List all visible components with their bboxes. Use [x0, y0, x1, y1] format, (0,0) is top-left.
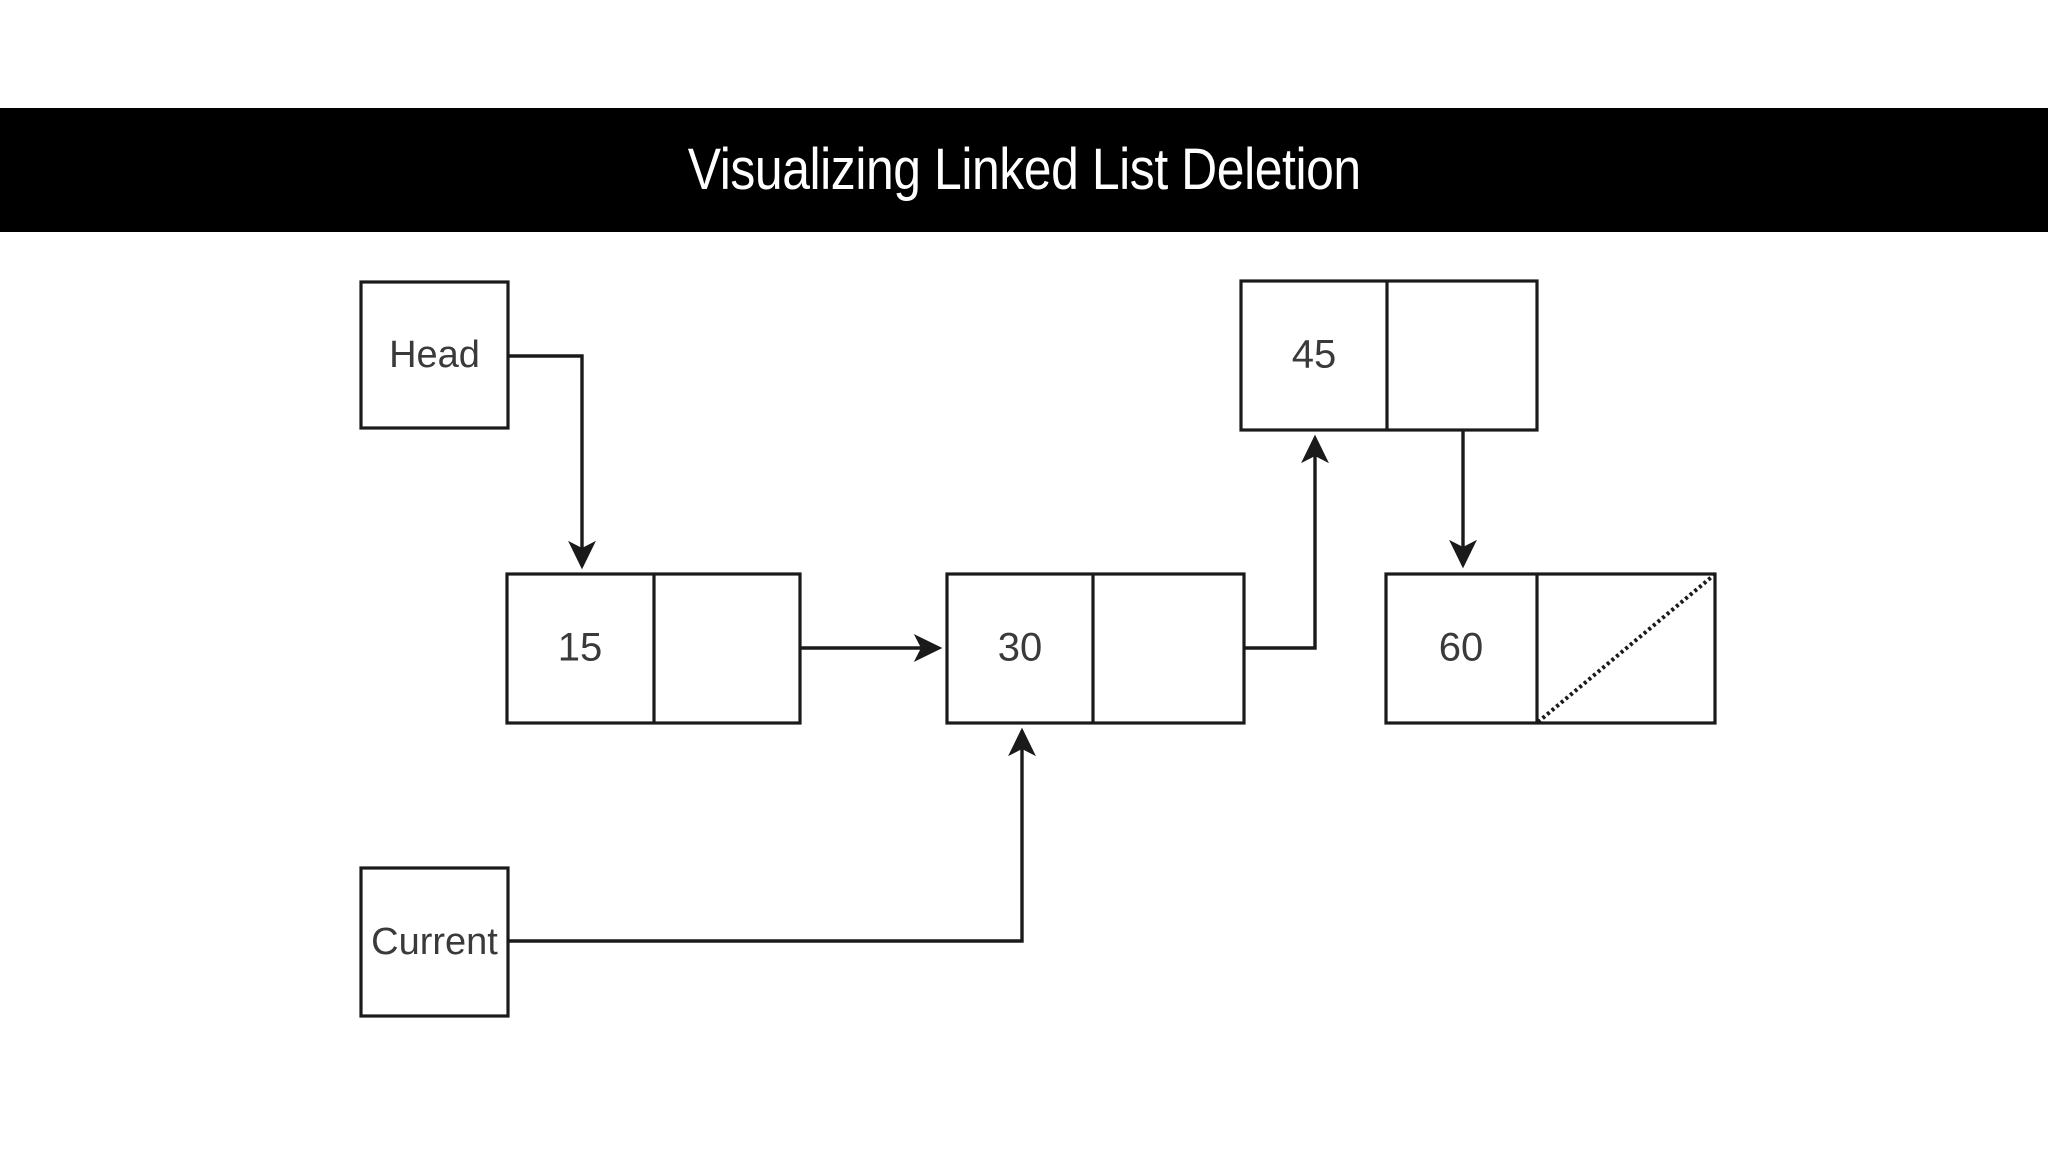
edge-node30-to-node45 [1244, 434, 1329, 650]
page-title: Visualizing Linked List Deletion [687, 137, 1361, 202]
edge-current-to-node30 [508, 727, 1036, 943]
node-30-value: 30 [998, 626, 1043, 670]
pointer-head[interactable]: Head [359, 280, 510, 430]
head-label: Head [389, 334, 480, 376]
title-banner: Visualizing Linked List Deletion [0, 108, 2048, 232]
current-label: Current [371, 921, 498, 963]
null-pointer-slash [1536, 573, 1716, 724]
node-15-value: 15 [558, 626, 603, 670]
node-45-value: 45 [1292, 333, 1337, 377]
node-45[interactable]: 45 [1239, 279, 1539, 432]
node-30[interactable]: 30 [945, 572, 1246, 725]
node-60-frame [1384, 572, 1717, 725]
node-15[interactable]: 15 [505, 572, 802, 725]
current-box [359, 866, 510, 1018]
node-30-frame [945, 572, 1246, 725]
node-60-value: 60 [1439, 626, 1484, 670]
edge-head-to-node15 [508, 354, 596, 570]
node-45-frame [1239, 279, 1539, 432]
pointer-current[interactable]: Current [359, 866, 510, 1018]
node-60[interactable]: 60 [1384, 572, 1717, 725]
